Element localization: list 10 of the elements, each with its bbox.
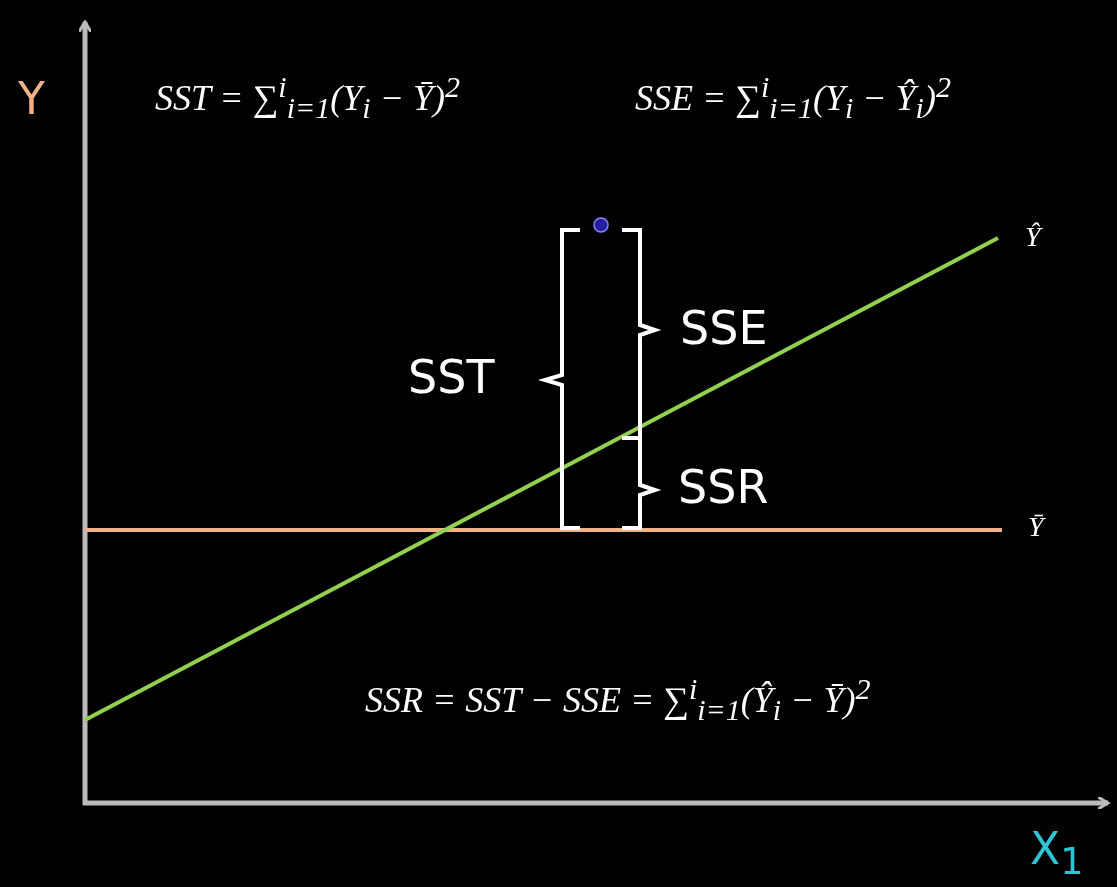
axis-label: Y (18, 75, 45, 124)
brace-label: SST (408, 352, 495, 403)
formula: SSE = ∑$^{i}$$_{i=1}$(Y$_{i}$ − Ŷ$_{i}$)$^{2}$ (635, 70, 951, 125)
brace-label: SSR (678, 462, 769, 513)
formula: SSR = SST − SSE = ∑$^{i}$$_{i=1}$(Ŷ$_{i}$ − Ȳ)$^{2}$ (365, 672, 871, 727)
line-label: Ȳ (1028, 512, 1044, 543)
brace-label: SSE (680, 303, 768, 354)
axis-label: X$_{1}$ (1030, 825, 1084, 883)
formula: SST = ∑$^{i}$$_{i=1}$(Y$_{i}$ − Ȳ)$^{2}$ (155, 70, 460, 125)
line-label: Ŷ (1025, 222, 1041, 253)
